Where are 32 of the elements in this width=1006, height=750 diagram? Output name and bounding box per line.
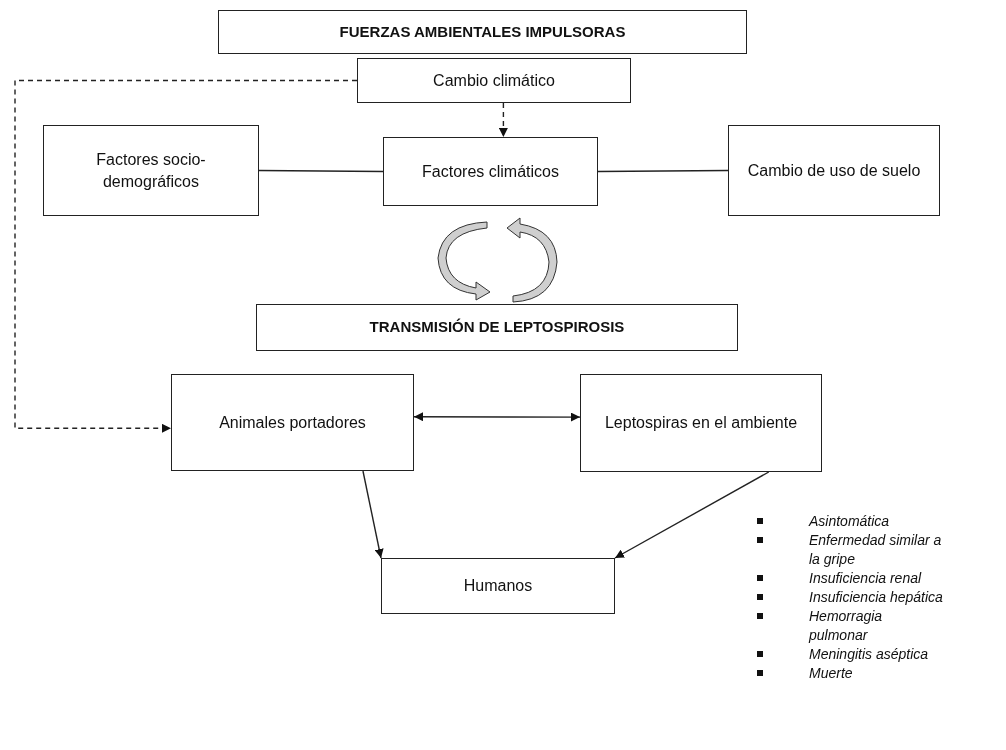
list-item-text: Insuficiencia renal xyxy=(809,569,923,588)
node-text: Cambio de uso de suelo xyxy=(746,160,922,181)
arrow xyxy=(614,471,770,559)
list-item-text: Insuficiencia hepática xyxy=(809,588,944,607)
connector-line xyxy=(258,169,384,173)
list-item-text: Meningitis aséptica xyxy=(809,645,930,664)
heading-box xyxy=(256,304,738,351)
process-box xyxy=(383,137,598,206)
node-text: Leptospiras en el ambiente xyxy=(603,413,799,434)
heading-box xyxy=(218,10,747,54)
node-text: Humanos xyxy=(462,576,534,597)
list-item-text: Hemorragia pulmonar xyxy=(809,607,884,645)
node-text: Factores socio-demográficos xyxy=(95,149,207,192)
heading-text: TRANSMISIÓN DE LEPTOSPIROSIS xyxy=(368,317,626,338)
process-box xyxy=(171,374,414,471)
node-text: Cambio climático xyxy=(432,70,556,91)
arrow xyxy=(498,102,508,138)
list-item-text: Muerte xyxy=(809,664,854,683)
arrow xyxy=(14,79,358,433)
process-box xyxy=(357,58,631,103)
process-box xyxy=(43,125,259,216)
heading-text: FUERZAS AMBIENTALES IMPULSORAS xyxy=(338,21,627,42)
node-text: Factores climáticos xyxy=(421,161,560,182)
list-item-text: Asintomática xyxy=(809,512,891,531)
process-box xyxy=(728,125,940,216)
list-item-text: Enfermedad similar a la gripe xyxy=(809,531,943,569)
arrow xyxy=(362,470,384,559)
process-box xyxy=(381,558,615,614)
process-box xyxy=(580,374,822,472)
connector-line xyxy=(597,169,729,173)
node-text: Animales portadores xyxy=(218,412,367,433)
arrow xyxy=(413,412,581,422)
